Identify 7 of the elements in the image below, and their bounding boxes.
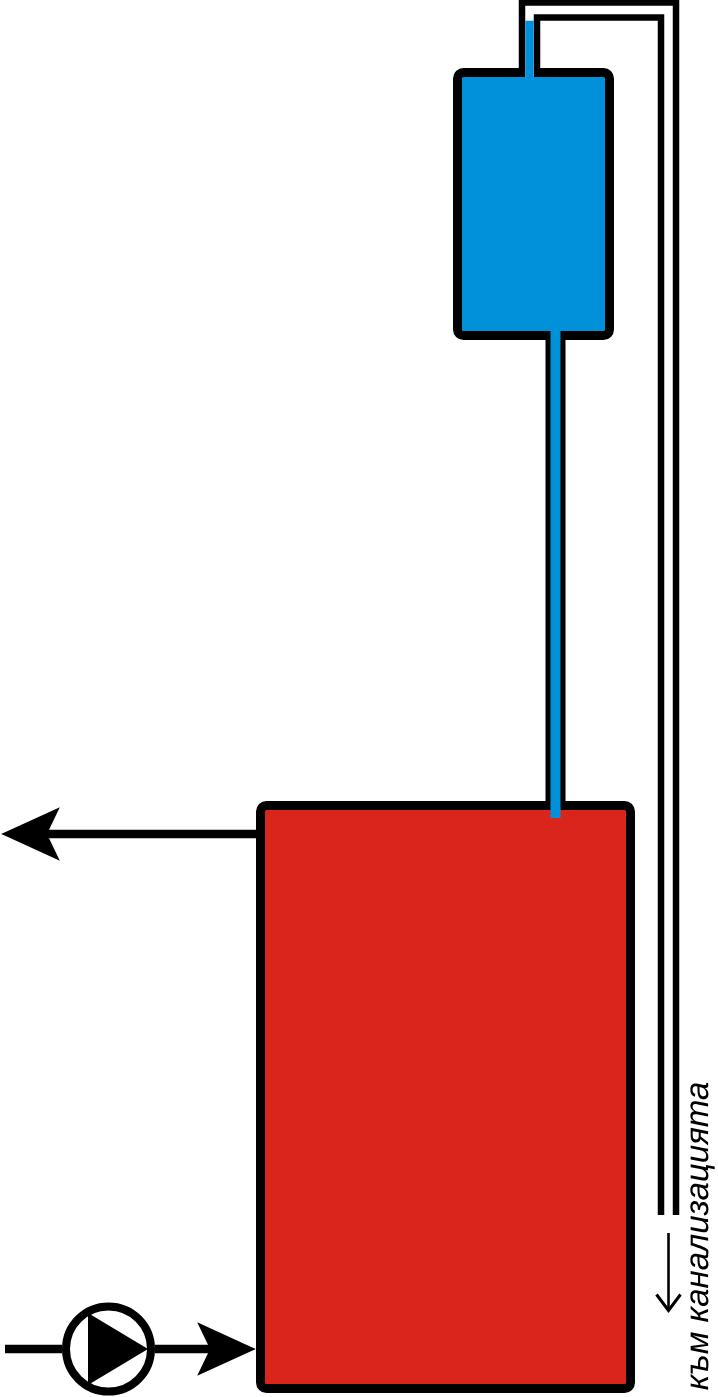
text-label: към канализацията	[690, 1082, 715, 1390]
pipe	[545, 331, 566, 810]
pipe	[518, 0, 680, 1215]
line	[5, 1344, 62, 1354]
pump-symbol	[62, 1302, 155, 1396]
tank	[453, 68, 614, 340]
tank	[256, 801, 635, 1393]
